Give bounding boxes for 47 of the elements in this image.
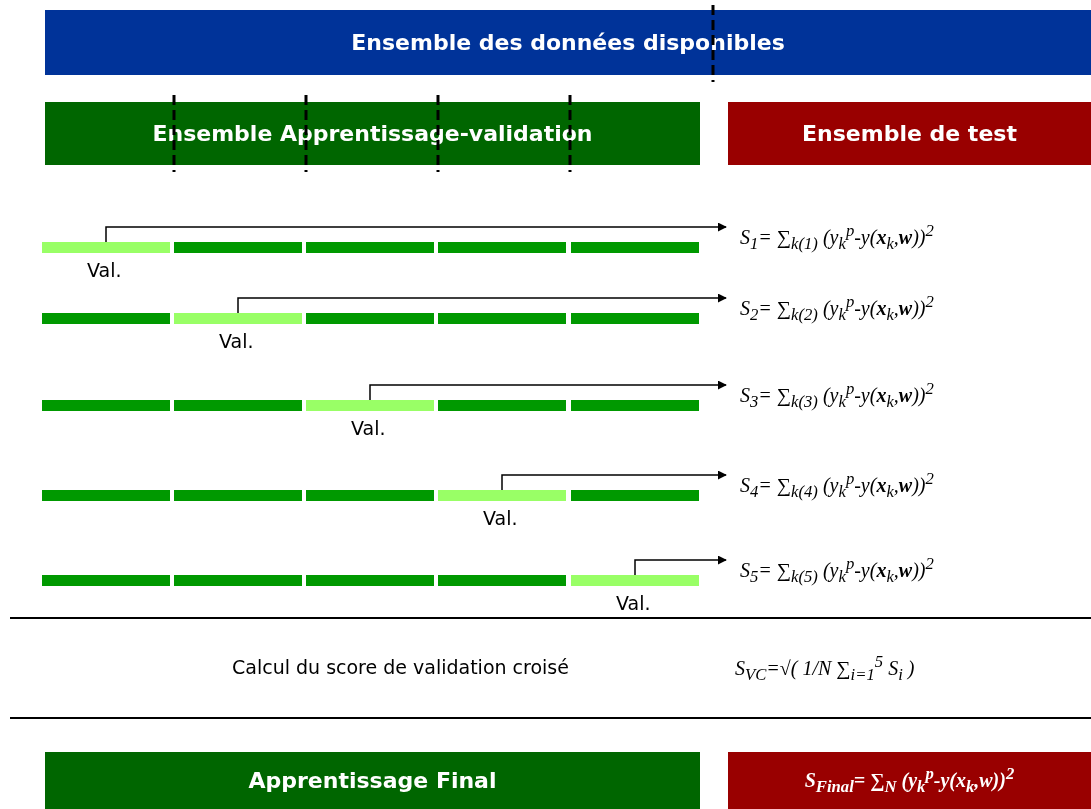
validation-fold-bar [174,313,302,324]
formula: S$_{5}$= ∑$_{k(5)}$ (y$_{k}$$^{p}$-y(x$_{k}$,w))$^{2}$ [740,545,1070,595]
training-fold-bar [306,490,434,501]
dataset-band: Ensemble des données disponibles [45,10,1091,75]
training-fold-bar [174,400,302,411]
training-fold-bar [174,575,302,586]
training-fold-bar [571,242,699,253]
formula: S$_{4}$= ∑$_{k(4)}$ (y$_{k}$$^{p}$-y(x$_{k}$,w))$^{2}$ [740,460,1070,510]
training-fold-bar [174,242,302,253]
training-fold-bar [438,242,566,253]
arrow [237,293,727,314]
validation-label: Val. [87,259,122,281]
training-fold-bar [571,400,699,411]
training-fold-bar [42,400,170,411]
formula: S$_{2}$= ∑$_{k(2)}$ (y$_{k}$$^{p}$-y(x$_{k}$,w))$^{2}$ [740,283,1070,333]
training-fold-bar [571,313,699,324]
arrow [105,222,727,243]
training-fold-bar [571,490,699,501]
validation-label: Val. [483,507,518,529]
test-band: Ensemble de test [728,102,1091,165]
arrow [501,470,727,491]
formula: S$_{3}$= ∑$_{k(3)}$ (y$_{k}$$^{p}$-y(x$_{k}$,w))$^{2}$ [740,370,1070,420]
score-caption: Calcul du score de validation croisé [232,656,569,678]
validation-label: Val. [351,417,386,439]
validation-fold-bar [42,242,170,253]
training-fold-bar [438,313,566,324]
validation-fold-bar [571,575,699,586]
final-training-band: Apprentissage Final [45,752,700,809]
training-fold-bar [42,575,170,586]
validation-label: Val. [219,330,254,352]
training-fold-bar [306,313,434,324]
training-fold-bar [438,400,566,411]
training-fold-bar [174,490,302,501]
formula: S$_{1}$= ∑$_{k(1)}$ (y$_{k}$$^{p}$-y(x$_{k}$,w))$^{2}$ [740,212,1070,262]
validation-label: Val. [616,592,651,614]
training-fold-bar [42,490,170,501]
validation-fold-bar [438,490,566,501]
final-score-band: S$_{Final}$= ∑$_{N}$ (y$_{k}$$^{p}$-y(x$_{k}$,w))$^{2}$ [728,752,1091,809]
validation-fold-bar [306,400,434,411]
arrow [634,555,727,576]
training-fold-bar [42,313,170,324]
cross-validation-formula: S$_{VC}$=√( 1/N ∑$_{i=1}$$^{5}$ S$_{i}$ ) [735,652,915,685]
training-fold-bar [306,242,434,253]
arrow [369,380,727,401]
training-band: Ensemble Apprentissage-validation [45,102,700,165]
training-fold-bar [438,575,566,586]
training-fold-bar [306,575,434,586]
